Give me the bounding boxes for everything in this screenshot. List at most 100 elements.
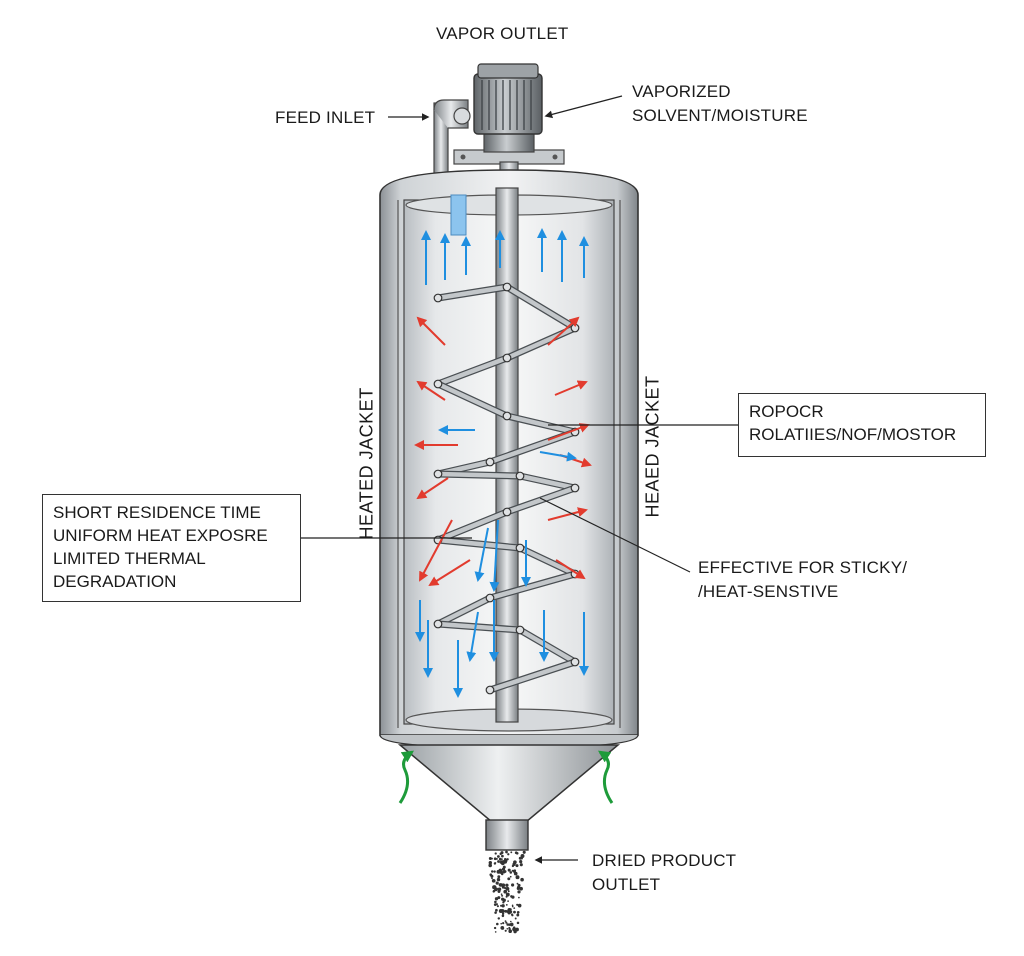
powder-particle — [519, 860, 523, 864]
powder-particle — [505, 883, 509, 887]
powder-particle — [515, 928, 518, 931]
powder-particle — [522, 850, 526, 854]
powder-particle — [507, 868, 511, 872]
powder-particle — [497, 875, 501, 879]
powder-particle — [516, 921, 520, 925]
powder-particle — [515, 875, 520, 880]
powder-particle — [505, 858, 508, 861]
powder-particle — [516, 913, 520, 917]
powder-particle — [497, 887, 502, 891]
powder-particle — [490, 870, 494, 873]
vaporized-leader — [544, 95, 623, 119]
powder-particle — [501, 894, 504, 897]
powder-particle — [501, 914, 505, 918]
spiral-joint — [515, 471, 525, 481]
spiral-bar — [435, 537, 523, 551]
heat-arrow — [416, 477, 449, 500]
powder-particle — [500, 922, 503, 925]
spiral-joint — [485, 685, 495, 695]
effective-leader — [539, 497, 691, 573]
powder-particle — [493, 862, 497, 865]
powder-particle — [517, 887, 519, 890]
spiral-bar — [435, 284, 510, 301]
powder-particle — [511, 883, 515, 887]
powder-particle — [513, 860, 517, 865]
vaporized-label-line1: VAPORIZED — [632, 82, 731, 101]
powder-particle — [501, 883, 506, 887]
powder-particle — [509, 920, 512, 923]
spiral-joint — [433, 379, 443, 389]
powder-particle — [501, 912, 505, 916]
powder-particle — [501, 854, 504, 858]
powder-particle — [503, 890, 507, 894]
spiral-bar — [504, 284, 578, 331]
spiral-bar — [435, 509, 510, 543]
spiral-bar — [435, 381, 510, 419]
powder-particle — [520, 854, 525, 858]
powder-particle — [520, 877, 524, 882]
airflow-arrow-right — [598, 750, 614, 804]
powder-particle — [513, 871, 518, 876]
spiral-joint — [485, 593, 495, 603]
spiral-bar — [435, 621, 523, 633]
heat-arrow — [547, 507, 588, 521]
powder-particle — [517, 903, 522, 908]
powder-particle — [497, 855, 500, 858]
powder-particle — [516, 882, 519, 885]
powder-particle — [509, 930, 512, 933]
benefits-line3: LIMITED THERMAL — [53, 549, 206, 568]
spiral-bar — [435, 471, 523, 479]
spiral-joint — [515, 543, 525, 553]
powder-particle — [510, 913, 514, 916]
heat-arrow — [547, 423, 590, 441]
spiral-bar — [435, 355, 510, 387]
vapor-outlet-label: VAPOR OUTLET — [436, 24, 569, 43]
benefits-line2: UNIFORM HEAT EXPOSRE — [53, 526, 268, 545]
powder-particle — [509, 871, 513, 874]
powder-particle — [505, 892, 510, 897]
rotor-label-line1: ROPOCR — [749, 402, 824, 421]
powder-particle — [516, 903, 519, 906]
powder-particle — [510, 851, 513, 854]
spiral-bar — [504, 325, 578, 361]
motor-icon — [453, 63, 565, 193]
spiral-agitator-icon — [433, 282, 580, 695]
powder-particle — [500, 893, 503, 896]
effective-label-line1: EFFECTIVE FOR STICKY/ — [698, 558, 908, 577]
powder-particle — [505, 921, 508, 924]
powder-particle — [493, 857, 497, 861]
powder-particle — [496, 922, 499, 926]
benefits-line1: SHORT RESIDENCE TIME — [53, 503, 261, 522]
vapor-arrow — [466, 611, 479, 662]
spiral-joint — [433, 293, 443, 303]
spiral-bar — [504, 485, 578, 515]
powder-particle — [512, 927, 517, 932]
feed-inlet-label: FEED INLET — [275, 108, 376, 127]
powder-particle — [490, 857, 493, 860]
powder-particle — [497, 860, 500, 863]
heated-jacket-right-label: HEAED JACKET — [642, 375, 663, 518]
powder-particle — [508, 926, 511, 929]
powder-particle — [497, 917, 501, 920]
powder-particle — [514, 917, 517, 920]
powder-particle — [502, 869, 505, 871]
powder-particle — [515, 864, 519, 868]
heat-arrow — [428, 559, 471, 587]
powder-particle — [500, 926, 505, 930]
powder-particle — [494, 911, 497, 914]
spiral-joint — [570, 657, 580, 667]
spiral-joint — [570, 323, 580, 333]
spiral-bar — [487, 429, 578, 465]
powder-particle — [520, 857, 523, 860]
heat-arrow — [419, 519, 453, 582]
powder-particle — [491, 878, 496, 883]
powder-particle — [501, 909, 504, 911]
powder-particle — [496, 877, 501, 882]
dried-product-label-line2: OUTLET — [592, 875, 661, 894]
powder-particle — [493, 870, 496, 873]
powder-particle — [506, 927, 509, 930]
spiral-bar — [435, 595, 493, 627]
spiral-bar — [487, 659, 578, 693]
powder-particle — [505, 850, 508, 854]
